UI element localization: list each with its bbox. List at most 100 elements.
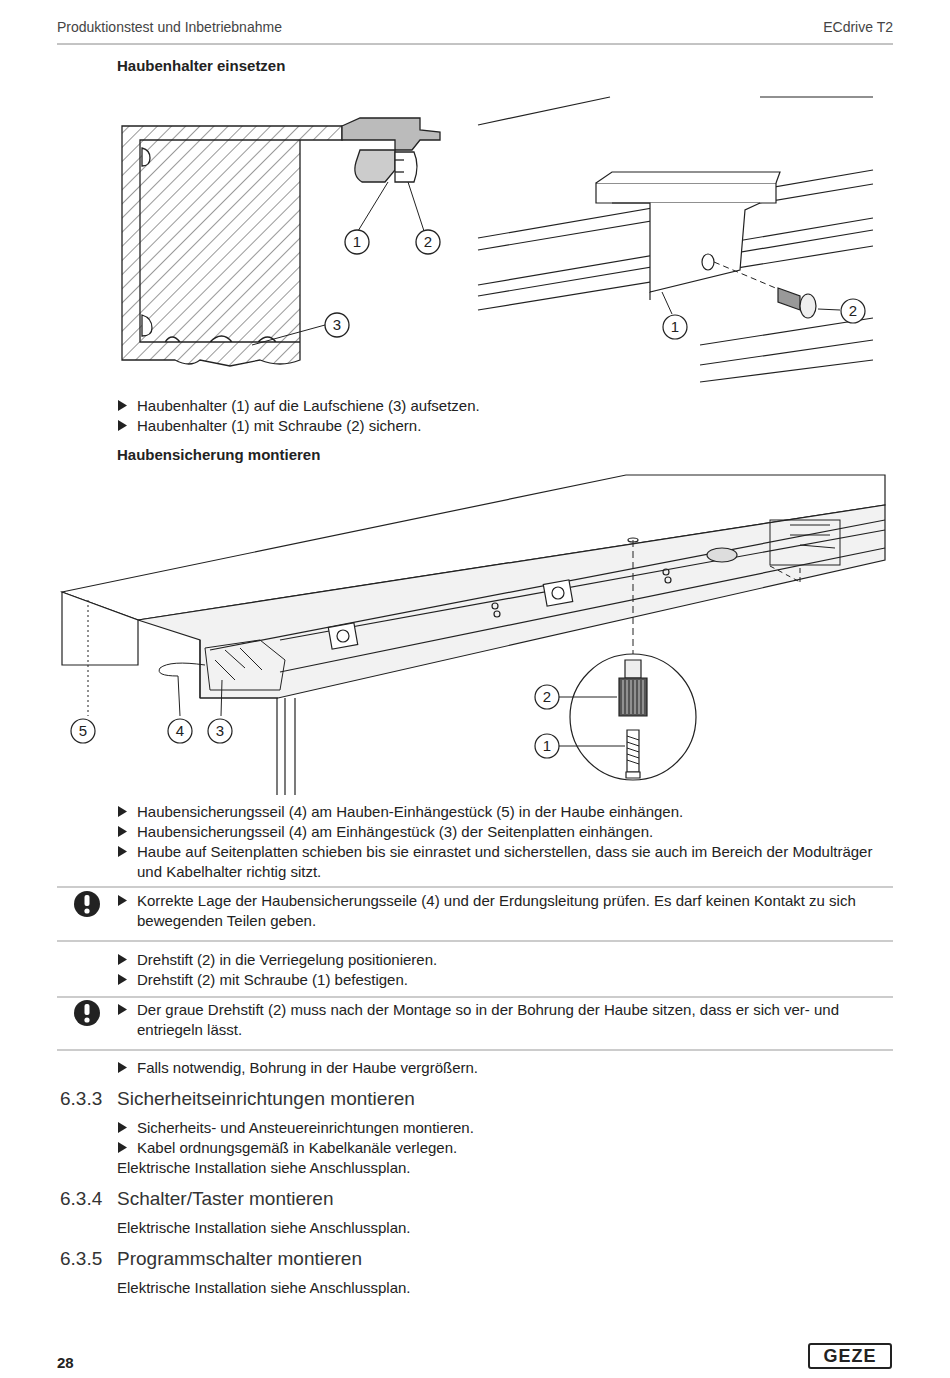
instruction-step: Haubensicherungsseil (4) am Hauben-Einhä… bbox=[137, 802, 893, 822]
drawing-circle bbox=[71, 719, 95, 743]
brand-logo: GEZE bbox=[808, 1343, 892, 1369]
drawing-line bbox=[57, 887, 893, 888]
bullet-shape bbox=[118, 954, 127, 965]
drawing-path bbox=[122, 126, 342, 366]
bullet-triangle bbox=[118, 1142, 128, 1154]
drawing-path bbox=[62, 592, 138, 665]
drawing-line bbox=[649, 292, 650, 300]
drawing-ellipse bbox=[702, 254, 714, 270]
bullet-triangle bbox=[118, 826, 128, 838]
drawing-line bbox=[88, 600, 89, 716]
drawing-line bbox=[700, 340, 873, 365]
bullet-shape bbox=[118, 1004, 127, 1015]
drawing-path bbox=[342, 118, 440, 150]
warning-icon bbox=[74, 1000, 100, 1026]
drawing-line bbox=[200, 697, 278, 698]
drawing-circle bbox=[74, 1000, 100, 1026]
instruction-step: Drehstift (2) in die Verriegelung positi… bbox=[137, 950, 893, 970]
drawing-path bbox=[612, 203, 760, 292]
drawing-path bbox=[627, 730, 639, 772]
warning-icon bbox=[74, 891, 100, 917]
bullet-triangle bbox=[118, 1122, 128, 1134]
callout-number: 2 bbox=[535, 687, 559, 707]
drawing-circle bbox=[552, 587, 564, 599]
rail-cross-section bbox=[122, 118, 440, 366]
drawing-line bbox=[284, 698, 285, 795]
drawing-path bbox=[623, 680, 643, 714]
drawing-circle bbox=[535, 734, 559, 758]
drawing-line bbox=[280, 530, 885, 640]
callout-number: 3 bbox=[208, 721, 232, 741]
section-number: 6.3.5 bbox=[60, 1247, 102, 1271]
bullet-shape bbox=[118, 1142, 127, 1153]
drawing-path bbox=[627, 736, 639, 764]
instruction-step: Haubenhalter (1) mit Schraube (2) sicher… bbox=[137, 416, 893, 436]
warning-text: Korrekte Lage der Haubensicherungsseile … bbox=[137, 891, 893, 931]
drawing-rect bbox=[85, 1004, 90, 1015]
drawing-line bbox=[57, 997, 893, 998]
drawing-circle bbox=[84, 1017, 89, 1022]
callout-number: 1 bbox=[535, 736, 559, 756]
drawing-path bbox=[619, 678, 647, 716]
drawing-circle bbox=[345, 230, 369, 254]
page-number: 28 bbox=[57, 1353, 74, 1373]
instruction-step: Haubenhalter (1) auf die Laufschiene (3)… bbox=[137, 396, 893, 416]
warning-text: Der graue Drehstift (2) muss nach der Mo… bbox=[137, 1000, 893, 1040]
header-rule bbox=[57, 44, 893, 45]
drawing-path bbox=[395, 152, 417, 182]
drawing-circle bbox=[494, 611, 500, 617]
drawing-line bbox=[800, 566, 801, 582]
drawing-circle bbox=[492, 603, 498, 609]
callout-number: 4 bbox=[168, 721, 192, 741]
body-text: Elektrische Installation siehe Anschluss… bbox=[117, 1158, 893, 1178]
drawing-line bbox=[178, 676, 180, 716]
drawing-line bbox=[221, 680, 222, 716]
bullet-triangle bbox=[118, 420, 128, 432]
drawing-path bbox=[159, 663, 205, 676]
drawing-path bbox=[142, 148, 150, 166]
section-title: Schalter/Taster montieren bbox=[117, 1187, 334, 1211]
drawing-line bbox=[294, 698, 295, 795]
drawing-line bbox=[358, 182, 388, 231]
drawing-line bbox=[280, 548, 885, 672]
subheading: Haubenhalter einsetzen bbox=[117, 56, 285, 76]
instruction-step: Sicherheits- und Ansteuereinrichtungen m… bbox=[137, 1118, 893, 1138]
drawing-path bbox=[215, 648, 262, 680]
drawing-line bbox=[700, 360, 873, 382]
section-number: 6.3.3 bbox=[60, 1087, 102, 1111]
drawing-line bbox=[760, 96, 873, 97]
drawing-circle bbox=[663, 315, 687, 339]
drawing-circle bbox=[74, 891, 100, 917]
page-header: Produktionstest und Inbetriebnahme bbox=[57, 17, 282, 37]
bullet-triangle bbox=[118, 954, 128, 966]
drawing-line bbox=[478, 97, 610, 125]
drawing-rect bbox=[328, 623, 357, 649]
drawing-line bbox=[559, 746, 625, 747]
section-title: Sicherheitseinrichtungen montieren bbox=[117, 1087, 415, 1111]
drawing-circle bbox=[416, 230, 440, 254]
drawing-line bbox=[633, 540, 634, 655]
bullet-shape bbox=[118, 400, 127, 411]
bullet-shape bbox=[118, 806, 127, 817]
callout-number: 2 bbox=[416, 232, 440, 252]
body-text: Elektrische Installation siehe Anschluss… bbox=[117, 1278, 893, 1298]
drawing-path bbox=[625, 660, 641, 678]
drawing-path bbox=[138, 505, 885, 698]
drawing-path bbox=[355, 150, 395, 182]
drawing-circle bbox=[325, 313, 349, 337]
drawing-line bbox=[252, 325, 325, 345]
drawing-rect bbox=[543, 580, 572, 606]
instruction-step: Haubensicherungsseil (4) am Einhängestüc… bbox=[137, 822, 893, 842]
callout-number: 1 bbox=[345, 232, 369, 252]
drawing-line bbox=[662, 292, 672, 314]
bullet-shape bbox=[118, 1122, 127, 1133]
notice-rules bbox=[57, 887, 893, 1050]
bullet-triangle bbox=[118, 846, 128, 858]
bullet-shape bbox=[118, 1062, 127, 1073]
drawing-circle bbox=[665, 577, 671, 583]
instruction-step: Drehstift (2) mit Schraube (1) befestige… bbox=[137, 970, 893, 990]
callout-number: 3 bbox=[325, 315, 349, 335]
bullet-triangle bbox=[118, 974, 128, 986]
drawing-path bbox=[142, 315, 152, 336]
bullet-shape bbox=[118, 895, 127, 906]
